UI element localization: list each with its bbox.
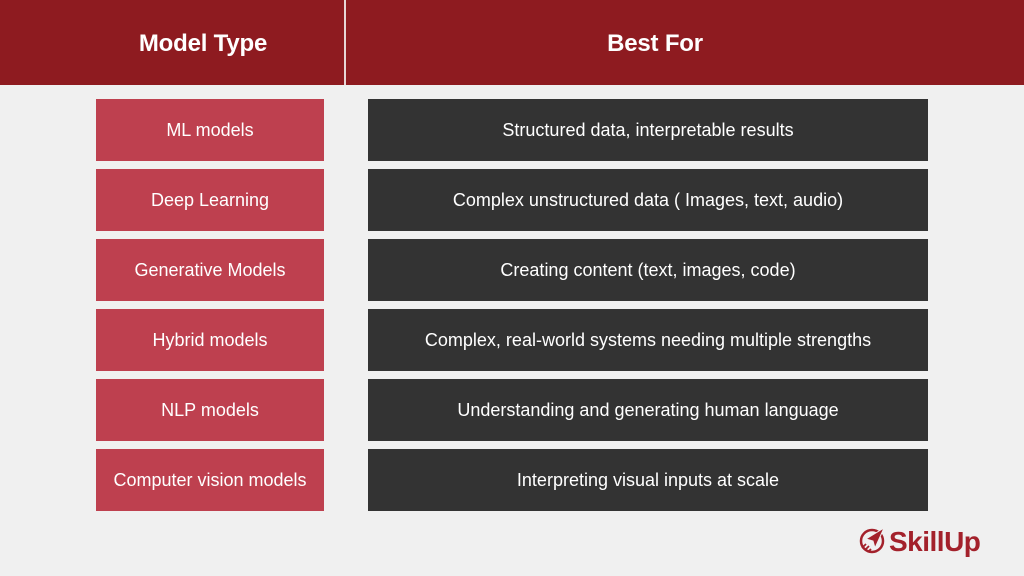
best-for-cell: Creating content (text, images, code) <box>368 239 928 301</box>
best-for-cell: Understanding and generating human langu… <box>368 379 928 441</box>
best-for-cell: Interpreting visual inputs at scale <box>368 449 928 511</box>
table-row: Deep Learning Complex unstructured data … <box>0 169 1024 231</box>
model-type-cell: NLP models <box>96 379 324 441</box>
table-header: Model Type Best For <box>0 0 1024 85</box>
best-for-cell: Complex, real-world systems needing mult… <box>368 309 928 371</box>
header-divider <box>344 0 346 85</box>
logo-text: SkillUp <box>889 526 981 557</box>
skillup-logo: SkillUp <box>857 524 981 560</box>
table-row: Computer vision models Interpreting visu… <box>0 449 1024 511</box>
model-type-cell: Generative Models <box>96 239 324 301</box>
model-type-cell: Deep Learning <box>96 169 324 231</box>
header-best-for: Best For <box>607 30 703 57</box>
table-row: Generative Models Creating content (text… <box>0 239 1024 301</box>
best-for-cell: Structured data, interpretable results <box>368 99 928 161</box>
table-row: NLP models Understanding and generating … <box>0 379 1024 441</box>
best-for-cell: Complex unstructured data ( Images, text… <box>368 169 928 231</box>
table-row: Hybrid models Complex, real-world system… <box>0 309 1024 371</box>
table-row: ML models Structured data, interpretable… <box>0 99 1024 161</box>
model-type-cell: ML models <box>96 99 324 161</box>
model-type-cell: Hybrid models <box>96 309 324 371</box>
model-type-cell: Computer vision models <box>96 449 324 511</box>
rocket-circle-icon <box>857 525 887 560</box>
header-model-type: Model Type <box>138 30 268 57</box>
